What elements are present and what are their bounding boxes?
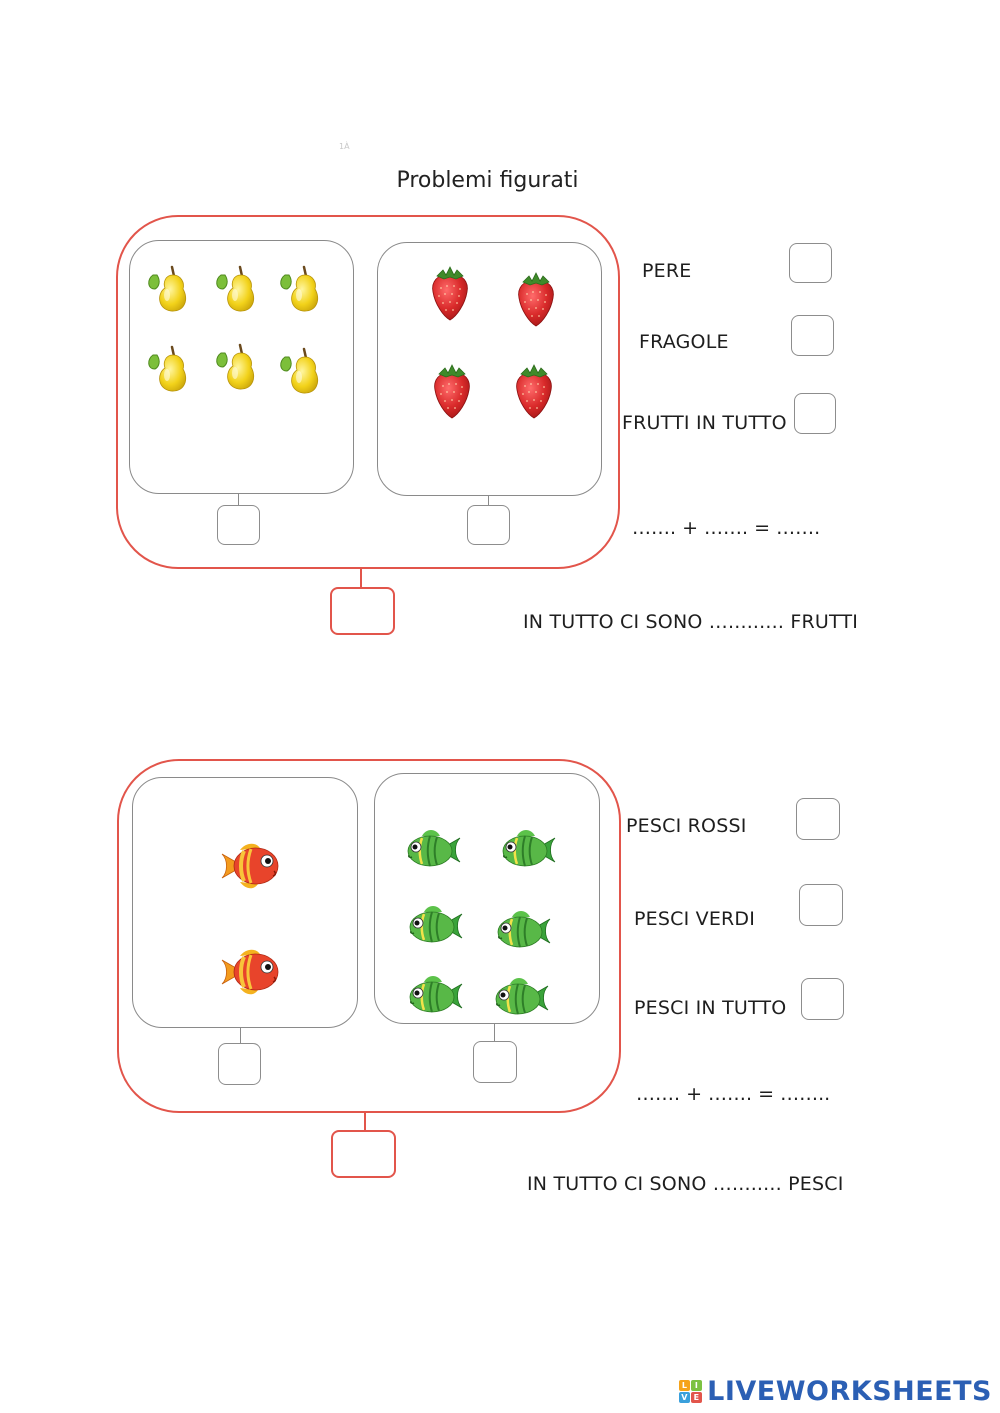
pear-icon — [145, 261, 191, 315]
problem2-outer-frame — [117, 759, 621, 1113]
problem1-equation[interactable]: ……. + ……. = ……. — [632, 517, 821, 539]
problem2-label-pesci-verdi: PESCI VERDI — [634, 908, 756, 930]
pear-icon — [213, 261, 259, 315]
problem1-left-panel — [129, 240, 354, 494]
red-fish-icon — [218, 840, 284, 892]
strawberry-icon — [513, 269, 559, 329]
problem1-label-pere: PERE — [642, 260, 692, 282]
problem2-rossi-box[interactable] — [796, 798, 840, 840]
green-fish-icon — [495, 824, 561, 876]
problem1-label-total: FRUTTI IN TUTTO — [622, 412, 787, 434]
problem1-total-connector — [360, 569, 362, 587]
problem1-left-count-box[interactable] — [217, 505, 260, 545]
pear-icon — [277, 343, 323, 397]
strawberry-icon — [429, 361, 475, 421]
problem1-right-count-box[interactable] — [467, 505, 510, 545]
problem2-right-connector — [494, 1024, 495, 1042]
problem2-total-connector — [364, 1113, 366, 1130]
problem2-left-panel — [132, 777, 358, 1028]
green-fish-icon — [402, 900, 468, 952]
problem2-total-box[interactable] — [331, 1130, 396, 1178]
problem2-left-count-box[interactable] — [218, 1043, 261, 1085]
problem2-label-total: PESCI IN TUTTO — [634, 997, 787, 1019]
problem1-label-fragole: FRAGOLE — [639, 331, 729, 353]
problem2-sentence[interactable]: IN TUTTO CI SONO …........ PESCI — [527, 1173, 844, 1195]
problem2-left-connector — [240, 1028, 241, 1044]
red-fish-icon — [218, 946, 284, 998]
problem1-right-panel — [377, 242, 602, 496]
problem2-verdi-box[interactable] — [799, 884, 843, 926]
problem1-total-answer-box[interactable] — [794, 393, 836, 434]
brand-text: LIVEWORKSHEETS — [707, 1376, 992, 1407]
problem2-right-panel — [374, 773, 600, 1024]
pear-icon — [277, 261, 323, 315]
problem1-outer-frame — [116, 215, 620, 569]
green-fish-icon — [402, 970, 468, 1022]
strawberry-icon — [427, 263, 473, 323]
pear-icon — [145, 341, 191, 395]
liveworksheets-logo-icon: L I V E — [679, 1380, 703, 1403]
problem1-sentence[interactable]: IN TUTTO CI SONO …......... FRUTTI — [523, 611, 859, 633]
problem2-equation[interactable]: ……. + ……. = …….. — [636, 1083, 831, 1105]
strawberry-icon — [511, 361, 557, 421]
problem2-right-count-box[interactable] — [473, 1041, 517, 1083]
problem1-fragole-box[interactable] — [791, 315, 834, 356]
problem1-total-box[interactable] — [330, 587, 395, 635]
faint-page-mark: 1À — [339, 142, 350, 151]
page-title: Problemi figurati — [396, 168, 579, 193]
green-fish-icon — [400, 824, 466, 876]
problem1-right-connector — [488, 496, 489, 506]
problem1-left-connector — [238, 494, 239, 506]
green-fish-icon — [488, 972, 554, 1024]
liveworksheets-brand: L I V E LIVEWORKSHEETS — [679, 1376, 992, 1407]
problem2-total-answer-box[interactable] — [801, 978, 844, 1020]
pear-icon — [213, 339, 259, 393]
problem2-label-pesci-rossi: PESCI ROSSI — [626, 815, 747, 837]
green-fish-icon — [490, 905, 556, 957]
problem1-pere-box[interactable] — [789, 243, 832, 283]
